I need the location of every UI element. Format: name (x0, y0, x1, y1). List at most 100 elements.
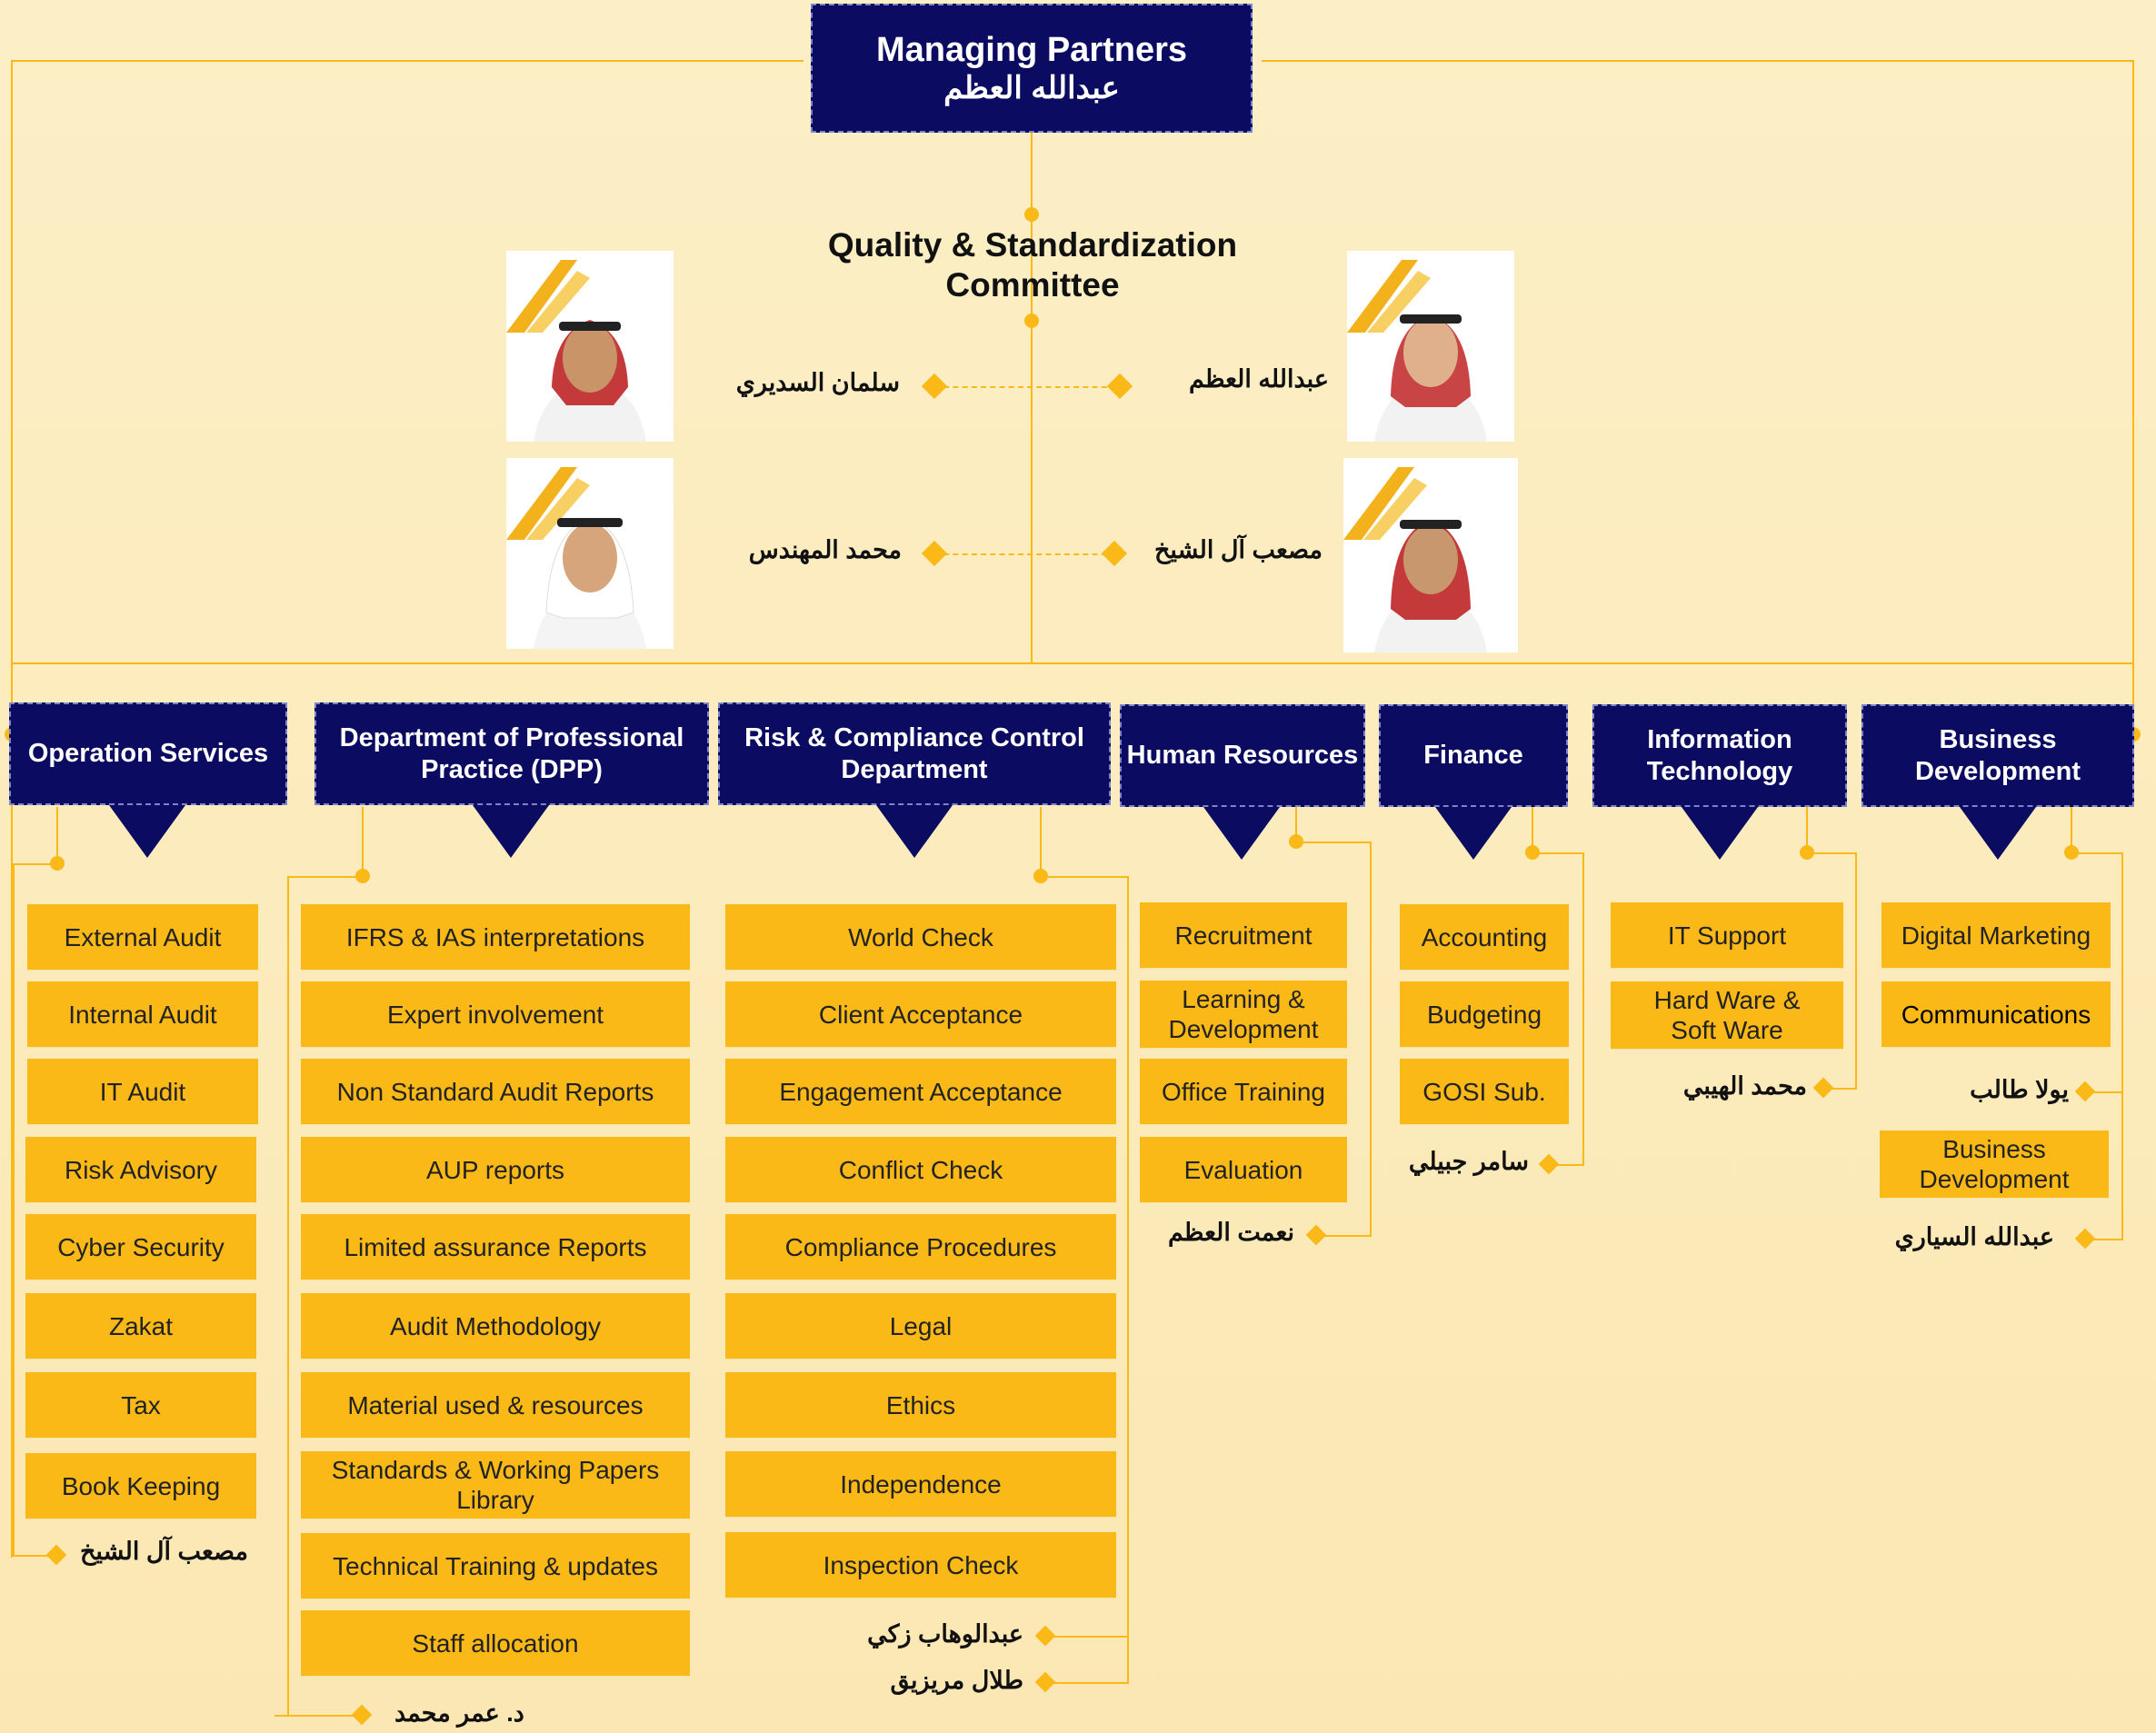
right-edge-connector (2132, 60, 2134, 732)
dept-header-risk-compliance: Risk & Compliance Control Department (718, 702, 1111, 805)
center-trunk-connector (1031, 133, 1033, 663)
dept-item: Compliance Procedures (725, 1214, 1116, 1280)
diamond-marker (921, 540, 948, 567)
side-connector (1047, 1636, 1129, 1638)
dept-item: IT Support (1611, 902, 1843, 968)
diamond-marker (351, 1704, 373, 1726)
diamond-marker (1538, 1153, 1560, 1175)
side-connector (1295, 807, 1297, 842)
side-connector (1855, 852, 1857, 1089)
side-connector (2087, 1091, 2123, 1093)
connector-dot (1024, 207, 1039, 222)
dept-pointer (1435, 807, 1512, 860)
dept-item: Standards & Working Papers Library (301, 1451, 690, 1519)
dept-head-name: عبدالوهاب زكي (867, 1620, 1023, 1648)
dept-header-dpp: Department of Professional Practice (DPP… (314, 702, 709, 805)
diamond-marker (2074, 1228, 2096, 1250)
dept-pointer (473, 805, 549, 858)
committee-arm (934, 386, 1116, 388)
dept-item: Learning & Development (1140, 981, 1347, 1048)
connector-dot (1024, 314, 1039, 328)
dept-item: Staff allocation (301, 1610, 690, 1676)
dept-head-name: عبدالله السياري (1894, 1223, 2054, 1250)
dept-item: Office Training (1140, 1059, 1347, 1124)
committee-title: Quality & Standardization Committee (827, 226, 1238, 304)
dept-item: World Check (725, 904, 1116, 970)
dept-item: IFRS & IAS interpretations (301, 904, 690, 970)
side-connector (56, 807, 58, 863)
dept-item: Client Acceptance (725, 981, 1116, 1047)
dept-item: Risk Advisory (25, 1137, 256, 1202)
committee-arm (934, 553, 1116, 555)
top-left-connector (11, 60, 804, 62)
dept-item: Cyber Security (25, 1214, 256, 1280)
side-connector (1127, 876, 1129, 1683)
dept-item: Audit Methodology (301, 1293, 690, 1359)
dept-pointer (876, 805, 953, 858)
dept-item: IT Audit (27, 1059, 258, 1124)
side-connector (1040, 807, 1042, 876)
diamond-marker (1034, 1671, 1056, 1693)
side-connector (1370, 842, 1372, 1236)
side-connector (1825, 1088, 1857, 1090)
side-connector (1551, 1164, 1584, 1166)
dept-header-operation-services: Operation Services (9, 702, 287, 805)
department-bus-connector (11, 662, 2134, 664)
side-connector (1532, 807, 1533, 852)
member-photo (1347, 251, 1514, 442)
dept-item: Communications (1882, 981, 2111, 1047)
side-connector (1806, 807, 1808, 852)
dept-head-name: محمد الهيبي (1682, 1072, 1807, 1100)
committee-member-name: عبدالله العظم (1189, 365, 1329, 393)
dept-item: Book Keeping (25, 1453, 256, 1519)
diamond-marker (2074, 1081, 2096, 1102)
diamond-marker (1034, 1625, 1056, 1647)
diamond-marker (921, 373, 948, 400)
member-photo (506, 251, 674, 442)
side-connector (2087, 1239, 2123, 1240)
dept-item: Zakat (25, 1293, 256, 1359)
dept-header-business-development: Business Development (1862, 704, 2134, 807)
member-photo (506, 458, 674, 649)
dept-head-name: مصعب آل الشيخ (80, 1538, 248, 1565)
side-connector (1318, 1235, 1372, 1237)
side-connector (1532, 852, 1584, 854)
dept-head-name: طلال مريزيق (890, 1667, 1023, 1694)
dept-item: GOSI Sub. (1400, 1059, 1569, 1124)
dept-header-information-technology: Information Technology (1592, 704, 1847, 807)
side-connector (1047, 1682, 1129, 1684)
dept-item: Accounting (1400, 904, 1569, 970)
diamond-marker (1305, 1224, 1327, 1246)
dept-pointer (109, 805, 185, 858)
side-connector (1582, 852, 1584, 1165)
dept-item: Material used & resources (301, 1372, 690, 1438)
diamond-marker (1812, 1077, 1834, 1099)
dept-item: Engagement Acceptance (725, 1059, 1116, 1124)
dept-header-finance: Finance (1379, 704, 1568, 807)
dept-item: Technical Training & updates (301, 1533, 690, 1599)
dept-item: Internal Audit (27, 981, 258, 1047)
dept-item: Non Standard Audit Reports (301, 1059, 690, 1124)
dept-item: Expert involvement (301, 981, 690, 1047)
left-edge-connector (11, 60, 13, 1558)
dept-item: Hard Ware & Soft Ware (1611, 981, 1843, 1049)
member-photo (1343, 458, 1518, 652)
managing-partners-title: Managing Partners (875, 31, 1188, 69)
managing-partners-box: Managing Partners عبدالله العظم (811, 4, 1253, 133)
dept-item: External Audit (27, 904, 258, 970)
committee-member-name: مصعب آل الشيخ (1154, 536, 1323, 563)
diamond-marker (45, 1544, 67, 1566)
diamond-marker (1101, 540, 1128, 567)
dept-pointer (1960, 807, 2036, 860)
diamond-marker (1106, 373, 1133, 400)
side-connector (274, 1715, 362, 1717)
dept-head-name: نعمت العظم (1167, 1219, 1294, 1246)
committee-member-name: سلمان السديري (735, 369, 900, 396)
dept-pointer (1203, 807, 1280, 860)
side-connector (1806, 852, 1857, 854)
dept-item: Legal (725, 1293, 1116, 1359)
dept-head-name: سامر جبيلي (1408, 1148, 1529, 1175)
dept-pointer (1682, 807, 1758, 860)
committee-member-name: محمد المهندس (748, 536, 902, 563)
side-connector (287, 876, 364, 878)
